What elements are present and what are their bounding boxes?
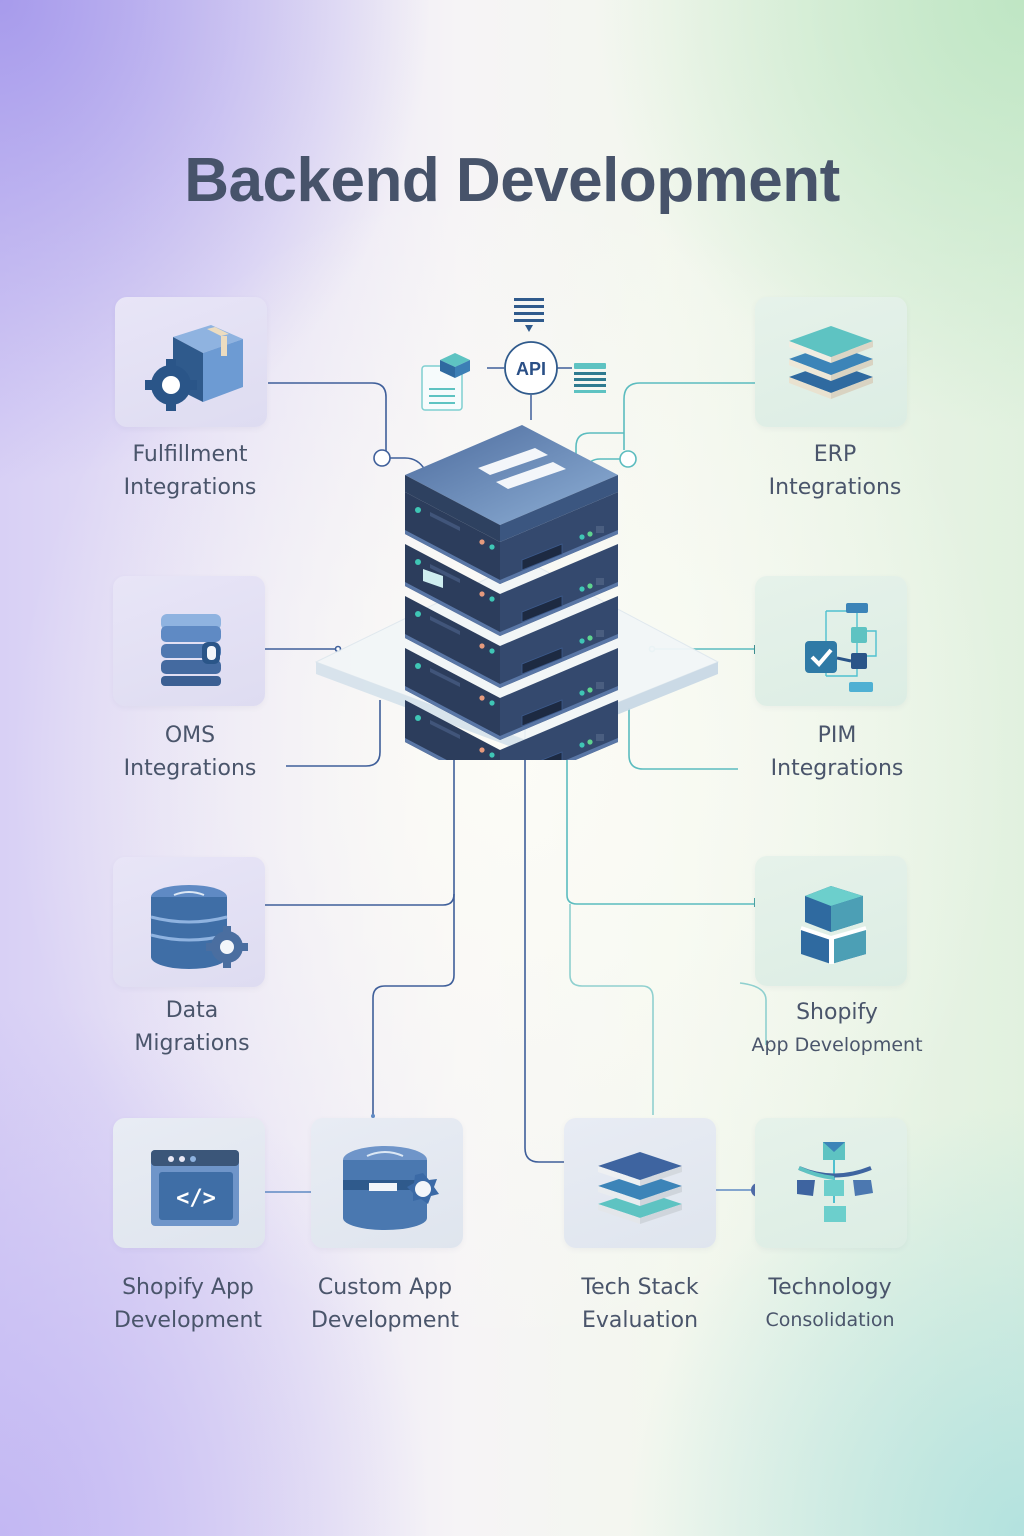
card-data-migrations[interactable] bbox=[113, 857, 265, 987]
server-slot-highlight bbox=[423, 569, 443, 588]
api-label: API bbox=[516, 359, 546, 379]
card-shopify-app-dev[interactable]: </> bbox=[113, 1118, 265, 1248]
server-unit bbox=[405, 544, 618, 636]
wire-custom bbox=[372, 894, 455, 1115]
card-custom-app-dev[interactable] bbox=[311, 1118, 463, 1248]
document-stack-icon bbox=[421, 353, 470, 411]
api-badge bbox=[504, 341, 558, 395]
server-rack-icon bbox=[405, 425, 618, 792]
code-window-icon: </> bbox=[151, 1150, 239, 1226]
wire-shopify-right bbox=[566, 730, 754, 905]
card-fulfillment[interactable] bbox=[115, 297, 267, 427]
wire-shopify-label bbox=[739, 982, 767, 1045]
wire-fulfillment bbox=[268, 382, 387, 452]
card-tech-stack[interactable] bbox=[564, 1118, 716, 1248]
server-list-icon bbox=[574, 363, 606, 393]
server-unit bbox=[405, 648, 618, 740]
database-gear-icon bbox=[150, 885, 248, 969]
card-shopify-app-dev-right[interactable] bbox=[755, 856, 907, 986]
document-list-icon bbox=[514, 298, 544, 332]
card-oms[interactable] bbox=[113, 576, 265, 706]
wire-pim-down bbox=[628, 708, 738, 770]
hierarchy-icon bbox=[797, 1142, 873, 1222]
card-erp[interactable] bbox=[755, 297, 907, 427]
database-cube-icon bbox=[161, 614, 221, 686]
server-unit bbox=[405, 596, 618, 688]
database-badge-icon bbox=[343, 1146, 439, 1230]
wire-techstack bbox=[524, 719, 600, 1163]
card-tech-consolidation[interactable] bbox=[755, 1118, 907, 1248]
svg-text:</>: </> bbox=[176, 1186, 216, 1211]
card-pim[interactable] bbox=[755, 576, 907, 706]
stack-layers-icon bbox=[598, 1152, 682, 1224]
wire-erp-branch bbox=[575, 432, 624, 455]
workflow-check-icon bbox=[805, 603, 877, 692]
layers-icon bbox=[789, 326, 873, 399]
server-unit bbox=[405, 492, 618, 584]
server-stack-hub bbox=[300, 400, 730, 792]
wire-erp bbox=[623, 382, 755, 450]
package-gear-icon bbox=[145, 325, 243, 411]
page-title: Backend Development bbox=[184, 146, 840, 215]
wire-node-custom bbox=[371, 1114, 375, 1118]
block-cube-icon bbox=[800, 886, 867, 964]
wire-oms-down bbox=[286, 700, 381, 767]
wire-shopify-right-2 bbox=[569, 904, 654, 1115]
api-cluster: API bbox=[410, 290, 630, 420]
